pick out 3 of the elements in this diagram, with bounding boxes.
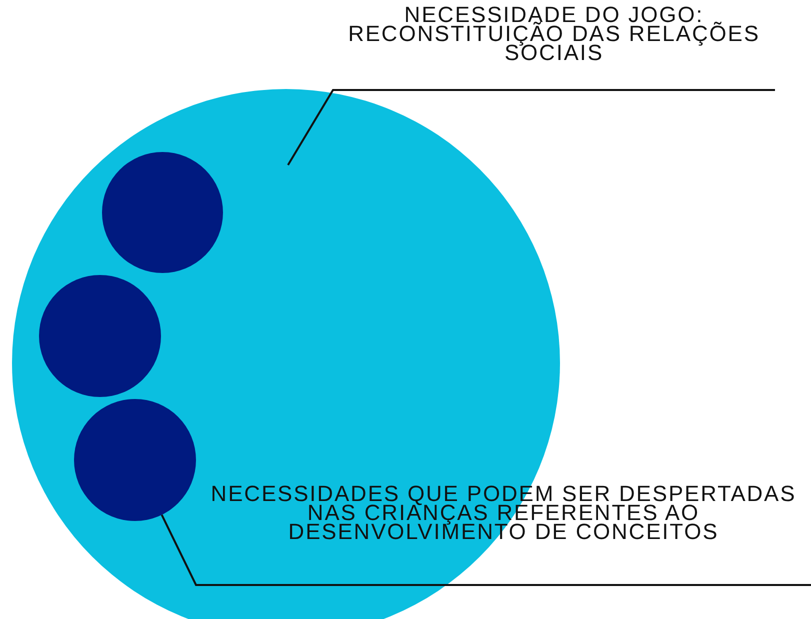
leader-line <box>160 514 811 586</box>
leader-line <box>287 89 775 166</box>
callout-text: NECESSIDADE DO JOGO: RECONSTITUIÇÃO DAS RELAÇÕES SOCIAIS <box>347 5 761 62</box>
